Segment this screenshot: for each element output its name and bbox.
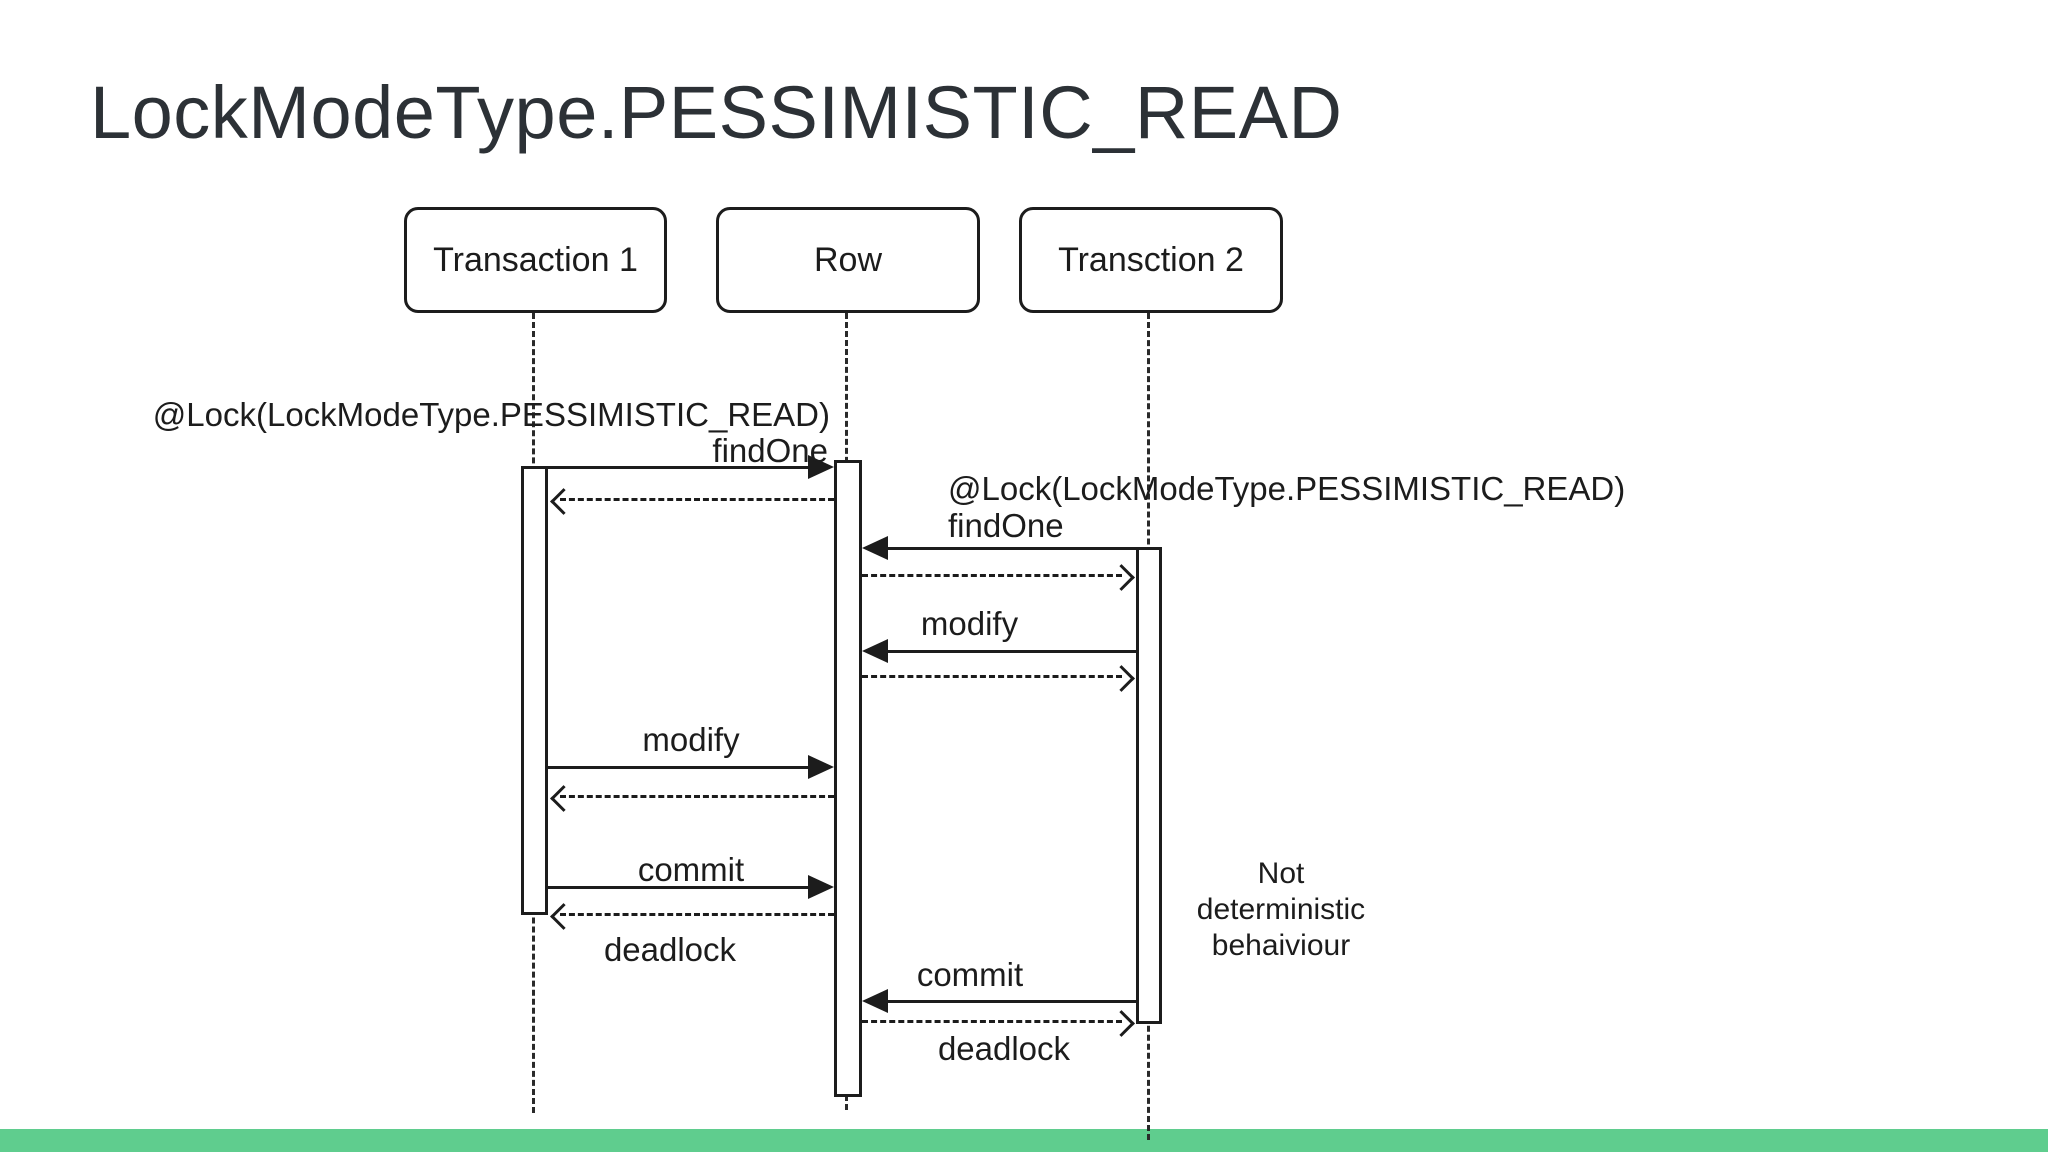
message-arrow-modify-right (888, 650, 1136, 653)
actor-label-transaction1: Transaction 1 (433, 240, 638, 279)
annotation-lock-left: @Lock(LockModeType.PESSIMISTIC_READ) (152, 396, 830, 433)
actor-box-row: Row (716, 207, 980, 313)
arrowhead-right-icon (808, 455, 834, 479)
page-title: LockModeType.PESSIMISTIC_READ (90, 71, 1343, 154)
arrowhead-right-icon (808, 875, 834, 899)
actor-box-transaction1: Transaction 1 (404, 207, 667, 313)
return-arrow-deadlock-right (862, 1020, 1122, 1023)
activation-bar-row (834, 460, 862, 1097)
arrowhead-open-left-icon (550, 488, 577, 515)
arrowhead-right-icon (808, 755, 834, 779)
message-label-commit-left: commit (637, 851, 745, 888)
arrowhead-open-right-icon (1108, 564, 1135, 591)
note-line: behaiviour (1211, 929, 1351, 962)
activation-bar-transaction2 (1136, 547, 1162, 1024)
return-arrow-modify-left (560, 795, 834, 798)
note-line: Not (1257, 857, 1305, 890)
arrowhead-open-right-icon (1108, 1010, 1135, 1037)
return-arrow-deadlock-left (560, 913, 834, 916)
annotation-lock-right: @Lock(LockModeType.PESSIMISTIC_READ) (948, 470, 1626, 507)
actor-label-row: Row (813, 240, 883, 279)
message-arrow-modify-left (548, 766, 808, 769)
message-label-deadlock-right: deadlock (937, 1030, 1071, 1067)
arrowhead-left-icon (862, 989, 888, 1013)
actor-box-transaction2: Transction 2 (1019, 207, 1283, 313)
arrowhead-open-right-icon (1108, 665, 1135, 692)
accent-bar (0, 1129, 2048, 1152)
arrowhead-left-icon (862, 536, 888, 560)
activation-bar-transaction1 (521, 466, 548, 915)
arrowhead-open-left-icon (550, 785, 577, 812)
message-label-modify-right: modify (920, 605, 1019, 642)
message-arrow-findone-right (888, 547, 1136, 550)
return-arrow-modify-right (862, 675, 1122, 678)
message-label-modify-left: modify (642, 721, 740, 758)
message-arrow-commit-right (888, 1000, 1136, 1003)
arrowhead-left-icon (862, 639, 888, 663)
return-arrow-findone-left (560, 498, 834, 501)
message-label-findone-left: findOne (712, 432, 828, 469)
arrowhead-open-left-icon (550, 903, 577, 930)
return-arrow-findone-right (862, 574, 1122, 577)
message-label-commit-right: commit (916, 956, 1024, 993)
note-not-deterministic: Not deterministic behaiviour (1178, 856, 1384, 964)
note-line: deterministic (1196, 893, 1366, 926)
message-label-findone-right: findOne (948, 507, 1064, 544)
actor-label-transaction2: Transction 2 (1058, 240, 1244, 279)
message-arrow-findone-left (548, 466, 808, 469)
message-arrow-commit-left (548, 886, 808, 889)
message-label-deadlock-left: deadlock (603, 931, 737, 968)
